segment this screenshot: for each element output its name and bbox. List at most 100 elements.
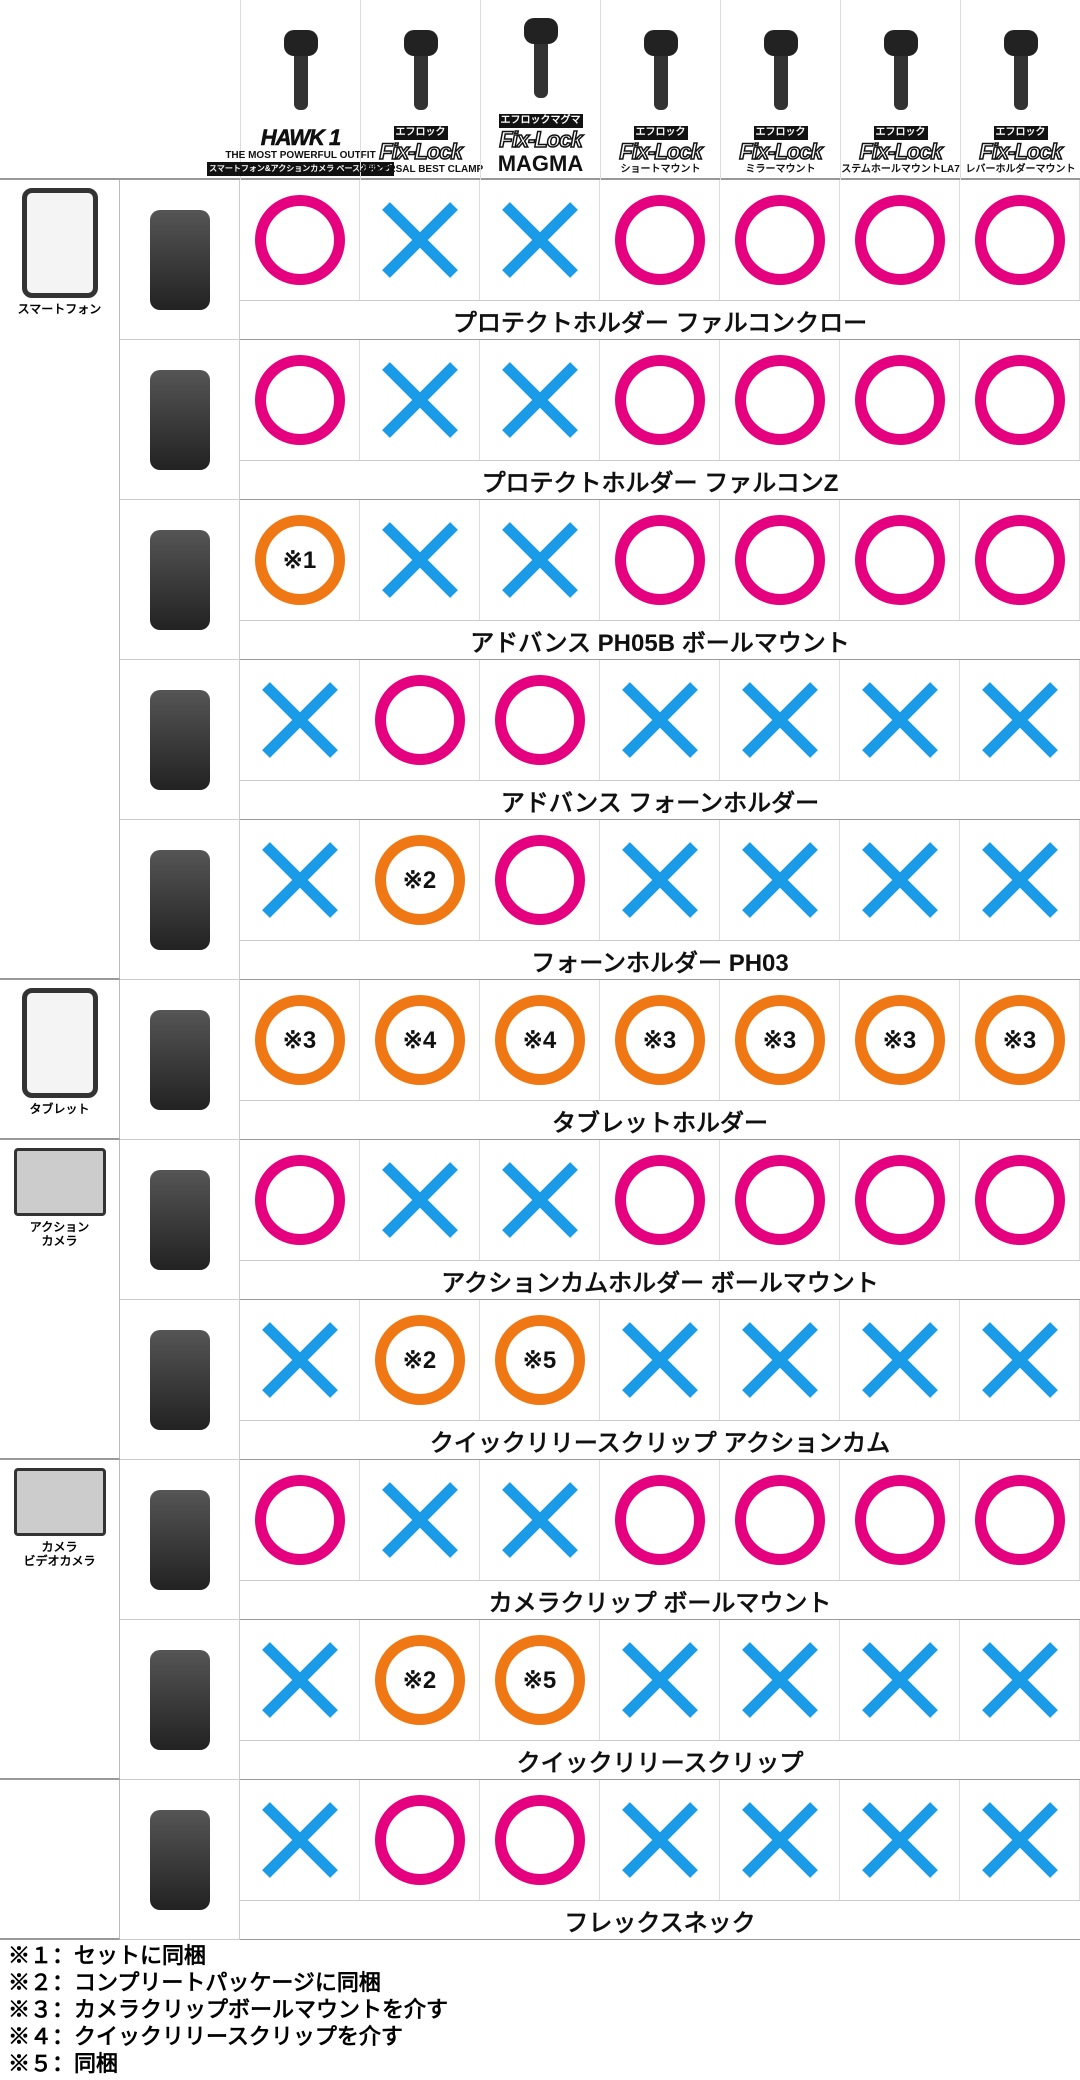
- brand-logo: Fix-Lock: [619, 139, 704, 165]
- category-cell: [0, 1780, 120, 1940]
- compatible-circle-icon: [494, 1795, 585, 1885]
- compatible-circle-icon: [614, 1155, 705, 1245]
- product-subtitle: レバーホルダーマウント: [965, 164, 1076, 175]
- note-ref: ※4: [402, 1026, 437, 1054]
- compat-cell: ※1: [240, 500, 360, 620]
- compatible-circle-icon: [254, 1475, 345, 1565]
- compatible-circle-icon: [854, 355, 945, 445]
- product-kana: エフロック: [873, 126, 928, 140]
- compatible-circle-icon: [734, 1475, 825, 1565]
- compat-cell: [240, 180, 360, 300]
- brand-logo: Fix-Lock: [499, 127, 584, 153]
- compatible-circle-icon: [254, 195, 345, 285]
- incompatible-cross-icon: [375, 515, 465, 605]
- compat-cell: [240, 1620, 360, 1740]
- compat-cell: [480, 1780, 600, 1900]
- note-ref: ※3: [282, 1026, 317, 1054]
- compat-cell: [480, 1460, 600, 1580]
- incompatible-cross-icon: [375, 195, 465, 285]
- incompatible-cross-icon: [615, 675, 705, 765]
- accessory-image: [120, 820, 240, 980]
- compat-cell: [240, 1140, 360, 1260]
- table-row: アドバンス フォーンホルダー: [0, 660, 1080, 820]
- action-camera-icon: [13, 1148, 106, 1216]
- compatible-circle-icon: [734, 515, 825, 605]
- conditional-circle-icon: ※3: [614, 995, 705, 1085]
- compat-cell: [240, 1300, 360, 1420]
- category-label: タブレット: [29, 1102, 90, 1116]
- incompatible-cross-icon: [855, 1795, 945, 1885]
- compat-cell: [960, 1780, 1080, 1900]
- accessory-name: アドバンス フォーンホルダー: [240, 780, 1080, 820]
- incompatible-cross-icon: [255, 1635, 345, 1725]
- product-kana: エフロックマグマ: [498, 114, 583, 128]
- product-kana: エフロック: [633, 126, 688, 140]
- incompatible-cross-icon: [735, 1635, 825, 1725]
- accessory-image: [120, 180, 240, 340]
- compat-cell: [960, 340, 1080, 460]
- accessory-image: [120, 1620, 240, 1780]
- incompatible-cross-icon: [495, 515, 585, 605]
- conditional-circle-icon: ※4: [374, 995, 465, 1085]
- compat-cell: [600, 1140, 720, 1260]
- compat-cell: [720, 1620, 840, 1740]
- compat-cell: [720, 340, 840, 460]
- compat-cell: ※5: [480, 1300, 600, 1420]
- accessory-name: フレックスネック: [240, 1900, 1080, 1940]
- compat-cell: ※2: [360, 1620, 480, 1740]
- compat-cell: [480, 340, 600, 460]
- brand-logo: Fix-Lock: [739, 139, 824, 165]
- incompatible-cross-icon: [255, 1315, 345, 1405]
- compat-cell: [600, 1780, 720, 1900]
- incompatible-cross-icon: [855, 1635, 945, 1725]
- compat-cell: ※3: [840, 980, 960, 1100]
- note-ref: ※1: [282, 546, 317, 574]
- conditional-circle-icon: ※5: [494, 1315, 585, 1405]
- compatible-circle-icon: [854, 1155, 945, 1245]
- compat-cell: [960, 820, 1080, 940]
- compat-cell: [840, 1780, 960, 1900]
- compatible-circle-icon: [254, 355, 345, 445]
- conditional-circle-icon: ※1: [254, 515, 345, 605]
- accessory-name: クイックリリースクリップ アクションカム: [240, 1420, 1080, 1460]
- accessory-name: アクションカムホルダー ボールマウント: [240, 1260, 1080, 1300]
- compat-cell: [840, 340, 960, 460]
- compat-cell: ※3: [240, 980, 360, 1100]
- compat-cell: ※3: [600, 980, 720, 1100]
- compat-cell: ※2: [360, 820, 480, 940]
- footnote: ※４：クイックリリースクリップを介す: [8, 2024, 403, 2049]
- compatible-circle-icon: [614, 1475, 705, 1565]
- category-label: アクション カメラ: [29, 1220, 90, 1248]
- incompatible-cross-icon: [615, 1635, 705, 1725]
- compatible-circle-icon: [374, 675, 465, 765]
- compat-cell: [360, 1460, 480, 1580]
- compatible-circle-icon: [974, 1475, 1065, 1565]
- compatible-circle-icon: [854, 1475, 945, 1565]
- brand-logo: Fix-Lock: [979, 139, 1064, 165]
- compat-cell: [720, 1140, 840, 1260]
- accessory-image: [120, 980, 240, 1140]
- incompatible-cross-icon: [375, 355, 465, 445]
- table-row: アクションカムホルダー ボールマウント: [0, 1140, 1080, 1300]
- compat-cell: [960, 660, 1080, 780]
- smartphone-icon: [21, 188, 98, 298]
- compatible-circle-icon: [974, 355, 1065, 445]
- table-row: フレックスネック: [0, 1780, 1080, 1940]
- compat-cell: [960, 1300, 1080, 1420]
- accessory-image: [120, 1460, 240, 1620]
- incompatible-cross-icon: [735, 675, 825, 765]
- note-ref: ※2: [402, 1346, 437, 1374]
- compatible-circle-icon: [614, 355, 705, 445]
- compatible-circle-icon: [494, 675, 585, 765]
- brand-logo: Fix-Lock: [859, 139, 944, 165]
- product-subtitle: UNIVERSAL BEST CLAMP: [357, 164, 484, 175]
- compat-cell: [360, 180, 480, 300]
- compat-cell: [720, 180, 840, 300]
- conditional-circle-icon: ※2: [374, 1315, 465, 1405]
